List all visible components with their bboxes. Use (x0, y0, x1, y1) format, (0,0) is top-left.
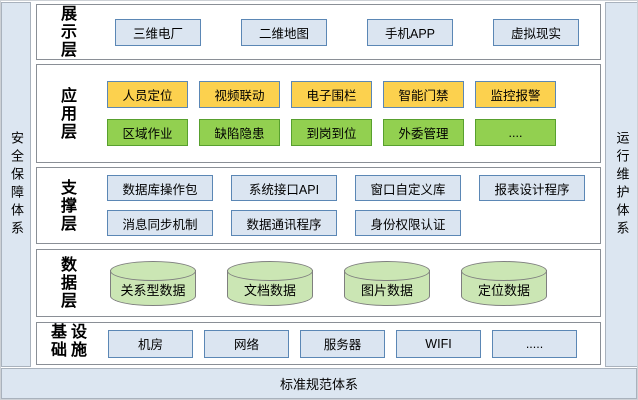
box-electronic-fence: 电子围栏 (291, 81, 372, 108)
box-3d-plant: 三维电厂 (115, 18, 201, 46)
cylinder-document-data-label: 文档数据 (243, 283, 296, 298)
layer-data-label-cell: 数据层 (37, 250, 95, 316)
box-data-communication: 数据通讯程序 (231, 210, 337, 236)
box-2d-map: 二维地图 (241, 18, 327, 46)
box-system-api: 系统接口API (231, 175, 337, 201)
box-window-custom-lib: 窗口自定义库 (355, 175, 461, 201)
layer-data: 数据层 关系型数据 文档数据 图片数据 定位数据 (36, 249, 601, 317)
layer-application-content: 人员定位 视频联动 电子围栏 智能门禁 监控报警 区域作业 缺陷隐患 到岗到位 … (95, 65, 600, 162)
box-smart-access-control: 智能门禁 (383, 81, 464, 108)
box-identity-auth: 身份权限认证 (355, 210, 461, 236)
layer-support-content: 数据库操作包 系统接口API 窗口自定义库 报表设计程序 消息同步机制 数据通讯… (95, 168, 600, 243)
box-more-infrastructure: ..... (492, 329, 577, 358)
layer-support-label: 支撑层 (58, 178, 75, 233)
application-row-2: 区域作业 缺陷隐患 到岗到位 外委管理 .... (95, 119, 600, 146)
layer-application-label: 应用层 (58, 86, 75, 141)
cylinder-location-data: 定位数据 (461, 261, 547, 306)
layer-infrastructure-label-cell: 基础设施 (37, 323, 95, 364)
cylinder-location-data-label: 定位数据 (477, 283, 530, 298)
layer-support-label-cell: 支撑层 (37, 168, 95, 243)
layer-infrastructure-label: 基础设施 (48, 322, 85, 359)
box-defect-hazard: 缺陷隐患 (199, 119, 280, 146)
infrastructure-row: 机房 网络 服务器 WIFI ..... (95, 329, 600, 358)
cylinder-relational-data: 关系型数据 (110, 261, 196, 306)
box-more-applications: .... (475, 119, 556, 146)
security-assurance-bar: 安全保障体系 (1, 2, 31, 367)
layer-data-label: 数据层 (58, 256, 75, 310)
box-wifi: WIFI (396, 329, 481, 358)
box-database-operation-pkg: 数据库操作包 (107, 175, 213, 201)
box-area-operations: 区域作业 (107, 119, 188, 146)
layer-presentation-label: 展示层 (58, 5, 75, 59)
support-row-2: 消息同步机制 数据通讯程序 身份权限认证 (95, 210, 600, 236)
layer-presentation-label-cell: 展示层 (37, 5, 95, 59)
box-monitoring-alarm: 监控报警 (475, 81, 556, 108)
box-personnel-positioning: 人员定位 (107, 81, 188, 108)
box-outsourcing-mgmt: 外委管理 (383, 119, 464, 146)
security-assurance-label: 安全保障体系 (9, 130, 24, 239)
layer-presentation: 展示层 三维电厂 二维地图 手机APP 虚拟现实 (36, 4, 601, 60)
box-on-duty-in-place: 到岗到位 (291, 119, 372, 146)
box-report-designer: 报表设计程序 (479, 175, 585, 201)
cylinder-image-data: 图片数据 (344, 261, 430, 306)
box-message-sync: 消息同步机制 (107, 210, 213, 236)
cylinder-relational-data-label: 关系型数据 (120, 283, 186, 298)
cylinder-document-data: 文档数据 (227, 261, 313, 306)
cylinder-image-data-label: 图片数据 (360, 283, 413, 298)
standard-specification-bar: 标准规范体系 (1, 368, 637, 399)
standard-specification-label: 标准规范体系 (279, 377, 358, 392)
layer-presentation-content: 三维电厂 二维地图 手机APP 虚拟现实 (95, 5, 600, 59)
box-video-linkage: 视频联动 (199, 81, 280, 108)
layer-data-content: 关系型数据 文档数据 图片数据 定位数据 (95, 250, 600, 316)
layer-infrastructure: 基础设施 机房 网络 服务器 WIFI ..... (36, 322, 601, 365)
presentation-row: 三维电厂 二维地图 手机APP 虚拟现实 (95, 18, 600, 46)
layer-application-label-cell: 应用层 (37, 65, 95, 162)
box-server-room: 机房 (108, 329, 193, 358)
layer-infrastructure-content: 机房 网络 服务器 WIFI ..... (95, 323, 600, 364)
support-row-1: 数据库操作包 系统接口API 窗口自定义库 报表设计程序 (95, 175, 600, 201)
box-virtual-reality: 虚拟现实 (493, 18, 579, 46)
box-mobile-app: 手机APP (367, 18, 453, 46)
operation-maintenance-bar: 运行维护体系 (605, 2, 637, 367)
operation-maintenance-label: 运行维护体系 (614, 130, 630, 239)
box-server: 服务器 (300, 329, 385, 358)
layer-support: 支撑层 数据库操作包 系统接口API 窗口自定义库 报表设计程序 消息同步机制 … (36, 167, 601, 244)
data-row: 关系型数据 文档数据 图片数据 定位数据 (95, 260, 600, 306)
layer-application: 应用层 人员定位 视频联动 电子围栏 智能门禁 监控报警 区域作业 缺陷隐患 到… (36, 64, 601, 163)
application-row-1: 人员定位 视频联动 电子围栏 智能门禁 监控报警 (95, 81, 600, 108)
box-network: 网络 (204, 329, 289, 358)
